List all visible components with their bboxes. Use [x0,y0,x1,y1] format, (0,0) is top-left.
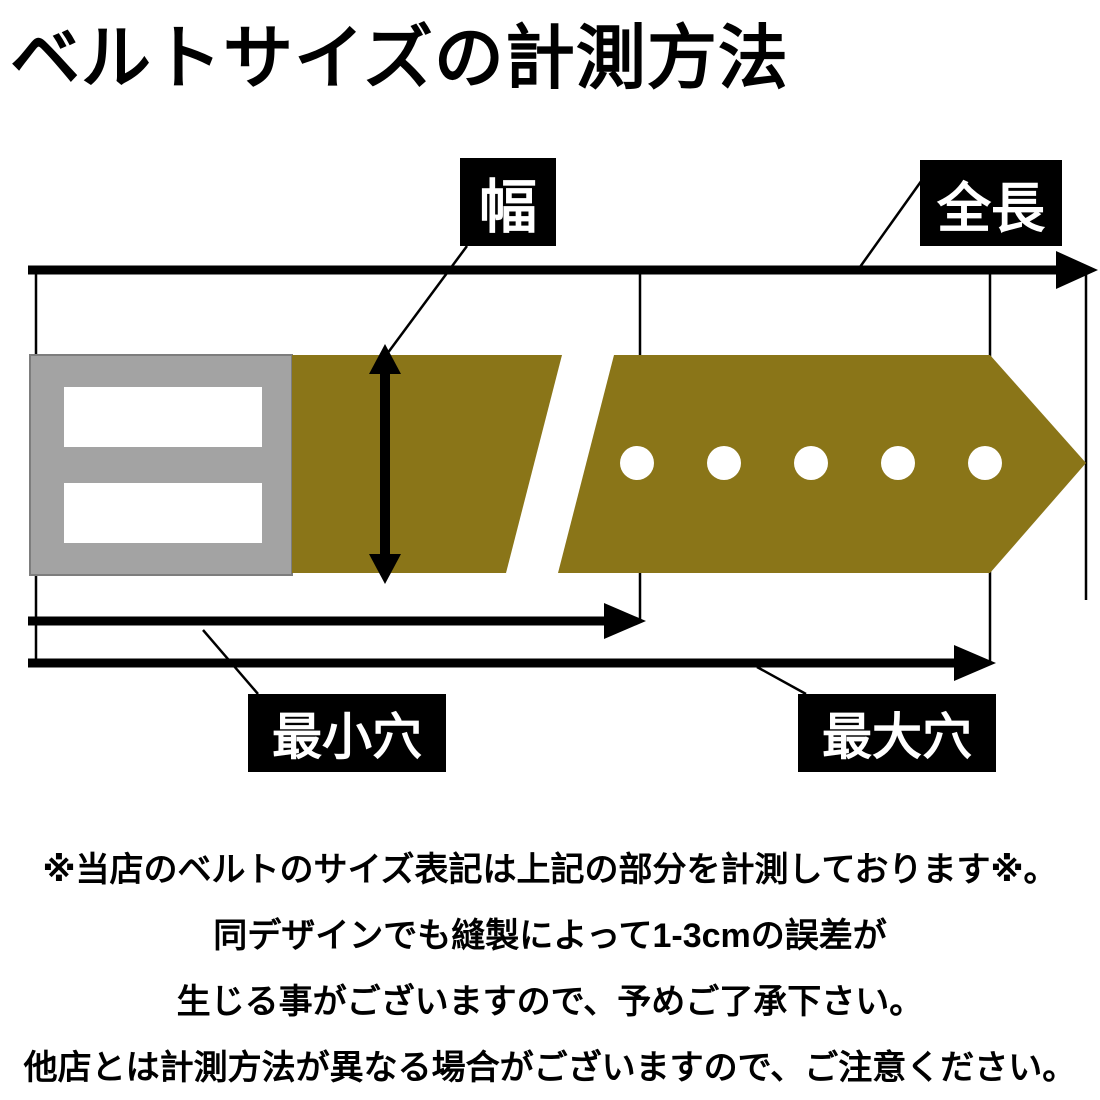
min-hole-arrowhead-icon [604,603,646,639]
width-arrowhead-bottom-icon [369,554,401,584]
belt-hole [968,446,1002,480]
width-callout-line [385,245,469,355]
total-length-label-text: 全長 [937,178,1045,239]
note-line-1: ※当店のベルトのサイズ表記は上記の部分を計測しております※。 [42,851,1058,889]
belt-hole [707,446,741,480]
total-length-callout-line [858,179,924,268]
width-label: 幅 [460,158,556,246]
page-title: ベルトサイズの計測方法 [10,19,789,97]
max-hole-callout-line [756,665,807,696]
note-line-2: 同デザインでも縫製によって1-3cmの誤差が [213,916,887,955]
belt-hole [881,446,915,480]
total-length-arrowhead-icon [1056,251,1098,289]
belt-hole [794,446,828,480]
max-hole-label-text: 最大穴 [822,709,972,765]
note-line-4: 他店とは計測方法が異なる場合がございますので、ご注意ください。 [23,1048,1077,1087]
min-hole-label-text: 最小穴 [272,709,422,765]
total-length-label: 全長 [920,160,1062,246]
buckle-center-bar [64,447,262,483]
min-hole-label: 最小穴 [248,694,446,772]
belt-left-segment [292,355,562,573]
max-hole-label: 最大穴 [798,694,996,772]
belt-diagram [28,179,1098,696]
belt-hole [620,446,654,480]
note-line-3: 生じる事がございますので、予めご了承下さい。 [176,982,924,1021]
measurement-notes: ※当店のベルトのサイズ表記は上記の部分を計測しております※。 同デザインでも縫製… [0,848,1100,1100]
max-hole-arrowhead-icon [954,645,996,681]
width-arrowhead-top-icon [369,344,401,374]
width-label-text: 幅 [478,175,537,240]
